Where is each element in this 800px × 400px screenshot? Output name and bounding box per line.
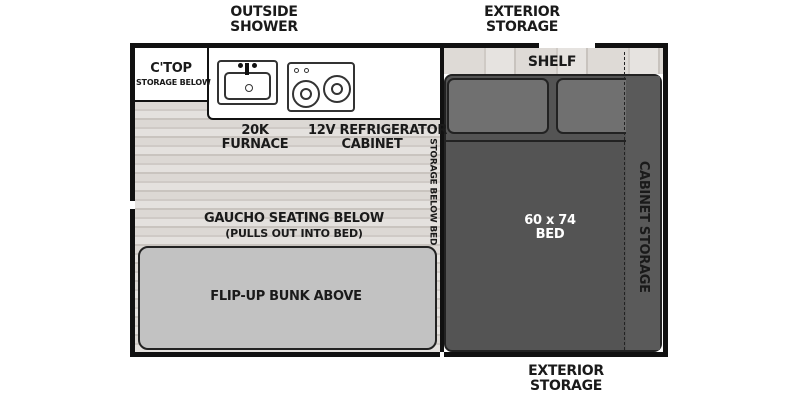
bunk-label: FLIP-UP BUNK ABOVE: [210, 289, 362, 304]
stove-knob: [304, 68, 309, 73]
exterior-storage-bottom-label: EXTERIOR STORAGE: [528, 363, 604, 394]
burner-center: [331, 83, 343, 95]
shelf-floor-texture: [444, 48, 663, 74]
burner-icon: [323, 75, 351, 103]
sink-icon: [217, 60, 278, 105]
bed-divider-wall: [440, 48, 444, 352]
left-wall-lower: [130, 209, 135, 357]
cabinet-storage-label: CABINET STORAGE: [635, 160, 651, 293]
exterior-storage-top-label: EXTERIOR STORAGE: [484, 4, 560, 35]
countertop: [135, 48, 209, 102]
top-wall-opening: [538, 43, 596, 48]
shelf-label: SHELF: [527, 54, 577, 70]
ctop-label: C'TOP STORAGE BELOW: [136, 61, 211, 87]
gaucho-label: GAUCHO SEATING BELOW (PULLS OUT INTO BED…: [204, 211, 384, 240]
pillow-left: [447, 78, 549, 134]
sink-drain: [245, 84, 253, 92]
bed-label: 60 x 74 BED: [524, 213, 576, 242]
faucet-handle-left: [238, 63, 243, 68]
refrigerator-label: 12V REFRIGERATOR CABINET: [308, 123, 448, 152]
furnace-label: 20K FURNACE: [221, 123, 289, 152]
cabinet-storage-area: [626, 76, 660, 350]
stove-icon: [287, 62, 355, 112]
burner-center: [300, 88, 312, 100]
camper-outer-walls: [130, 43, 668, 357]
flip-up-bunk: [138, 246, 437, 350]
pillow-line: [446, 140, 660, 142]
left-wall-upper: [130, 43, 135, 201]
burner-icon: [292, 80, 320, 108]
cabinet-dashed-line: [624, 52, 625, 350]
bottom-wall-gap: [440, 352, 444, 358]
stove-knob: [294, 68, 299, 73]
faucet-icon: [245, 63, 249, 75]
sink-bowl: [224, 72, 271, 100]
storage-below-bed-label: STORAGE BELOW BED: [427, 138, 438, 246]
faucet-handle-right: [252, 63, 257, 68]
outside-shower-label: OUTSIDE SHOWER: [230, 4, 298, 35]
